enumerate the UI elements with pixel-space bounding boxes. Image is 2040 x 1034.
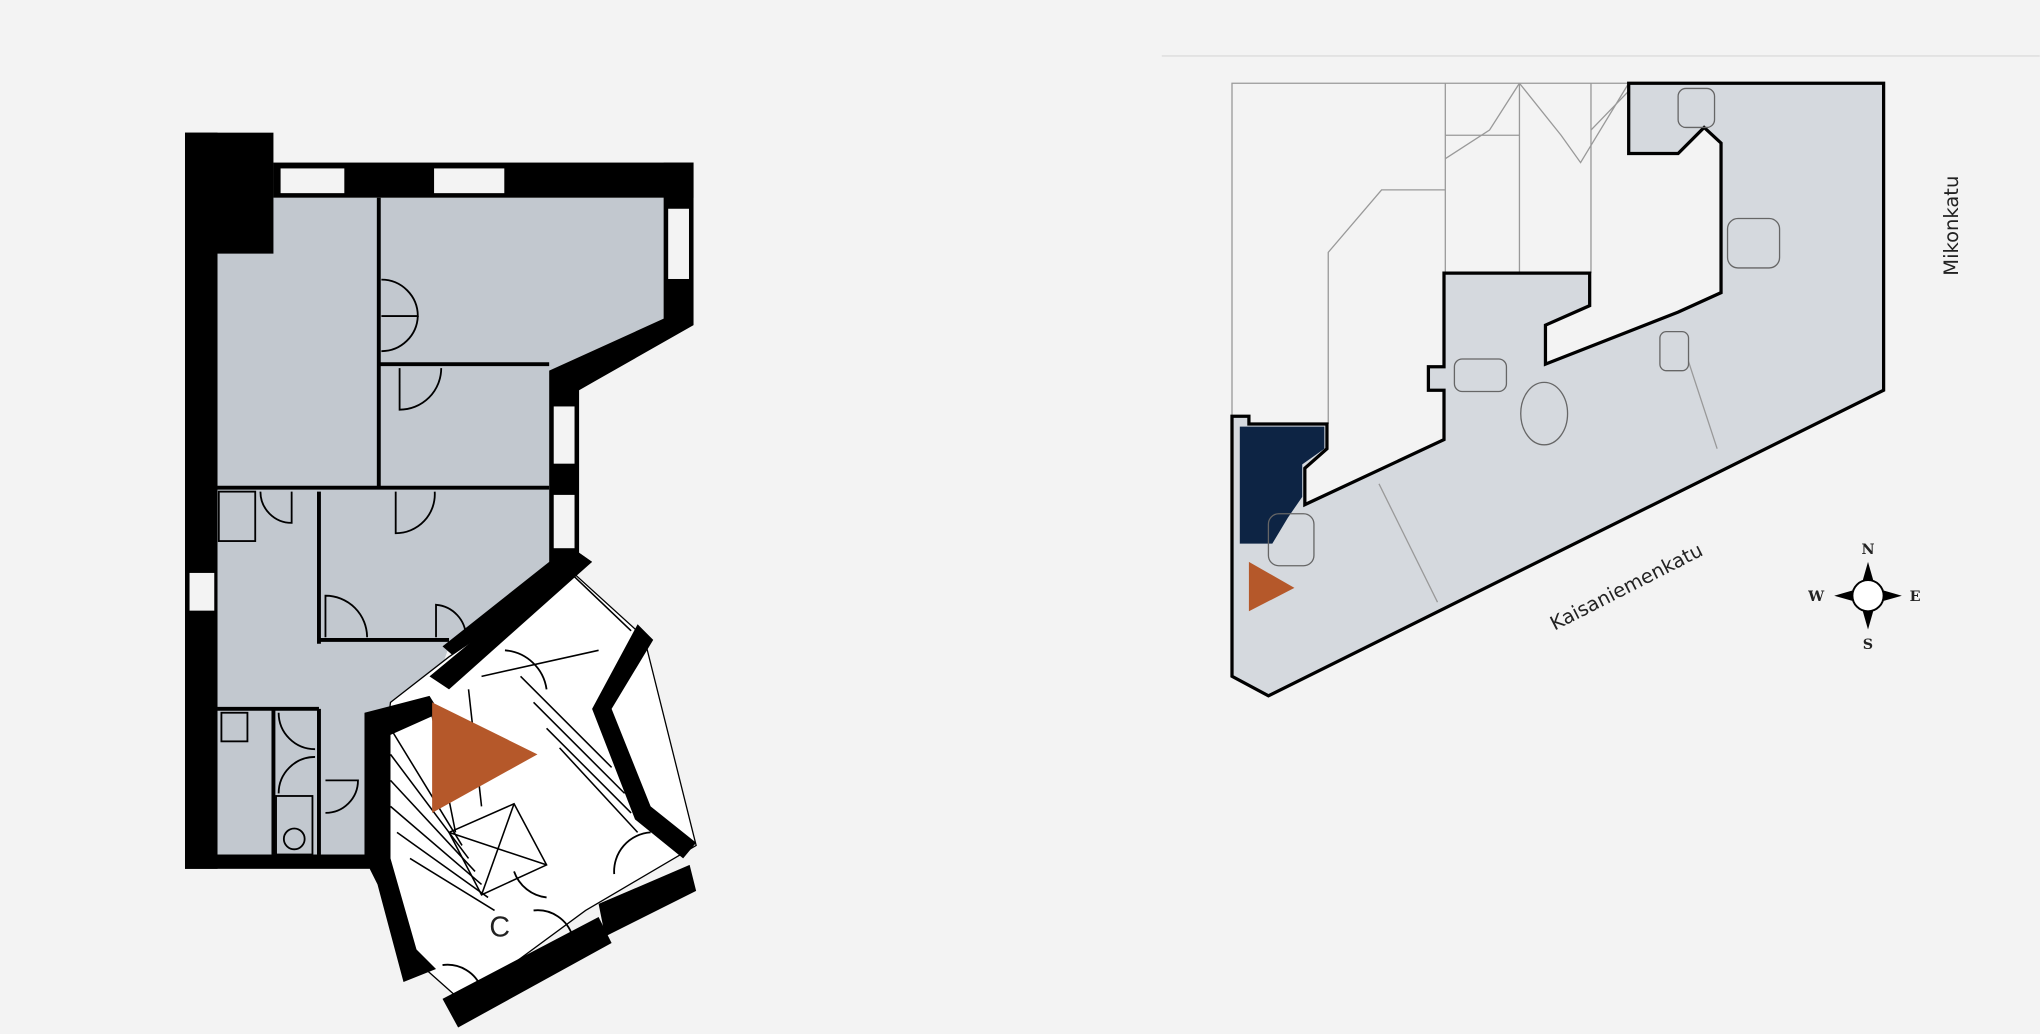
wall-south (184, 854, 370, 869)
site-plan: Kaisaniemenkatu Mikonkatu N S W E (1161, 54, 2040, 698)
apartment-rooms (217, 197, 664, 855)
compass-rose-icon: N S W E (1807, 542, 1920, 653)
street-label-kaisaniemenkatu: Kaisaniemenkatu (1546, 539, 1706, 636)
view-direction-marker (432, 702, 538, 813)
wall-west (184, 132, 218, 869)
stair-cores (1267, 87, 1781, 567)
compass-south: S (1863, 637, 1873, 653)
stairwell-label: C (489, 911, 510, 943)
interior-walls (217, 197, 550, 855)
street-label-mikonkatu: Mikonkatu (1940, 176, 1963, 276)
stairwell: C (364, 552, 697, 1028)
building-footprint (1230, 81, 1886, 698)
door-swings (217, 278, 467, 856)
compass-east: E (1910, 589, 1921, 605)
highlighted-unit (1239, 426, 1325, 544)
compass-west: W (1807, 589, 1825, 605)
compass-north: N (1862, 542, 1875, 558)
apartment-floor-plan: C (184, 132, 697, 1028)
location-marker (1248, 561, 1295, 612)
unit-dividers (1378, 361, 1718, 603)
